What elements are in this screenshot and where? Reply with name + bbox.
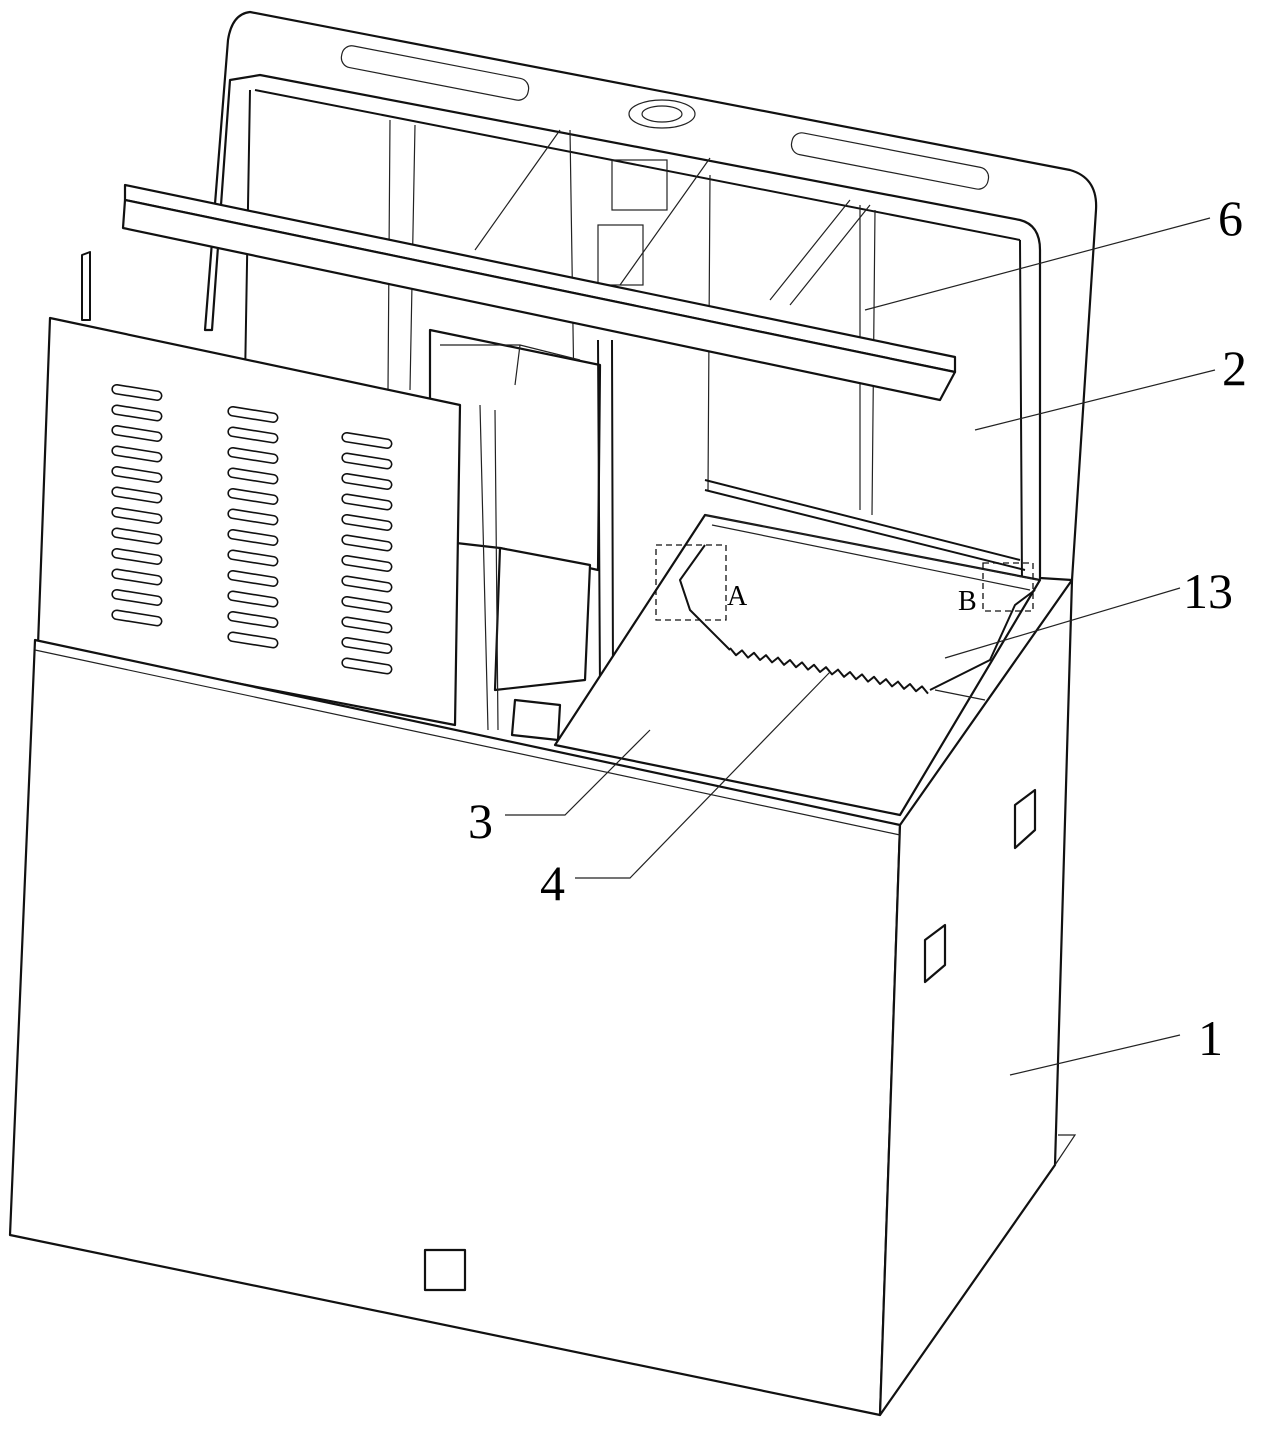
vented-side-panel bbox=[36, 316, 462, 727]
detail-marker-b: B bbox=[958, 586, 977, 617]
vent-slot bbox=[227, 508, 279, 526]
vent-slot bbox=[111, 506, 163, 525]
vent-slot bbox=[341, 472, 393, 491]
leader-lines bbox=[505, 217, 1216, 1076]
vent-slot bbox=[111, 424, 163, 443]
rack-teeth bbox=[729, 647, 929, 695]
vent-slot bbox=[111, 383, 163, 402]
reference-label-1: 1 bbox=[1198, 1010, 1223, 1066]
vent-slot bbox=[341, 534, 393, 552]
detail-box-a bbox=[655, 544, 727, 621]
access-plate bbox=[423, 1248, 467, 1292]
vent-slot bbox=[111, 547, 163, 566]
main-box bbox=[8, 578, 1077, 1417]
vent-slot bbox=[227, 549, 279, 567]
horizontal-crossbar bbox=[121, 183, 957, 402]
vent-slot bbox=[227, 446, 279, 465]
vent-slot bbox=[341, 616, 393, 634]
vent-slot bbox=[111, 465, 163, 484]
floor-plate bbox=[553, 513, 1042, 817]
reference-label-2: 2 bbox=[1222, 340, 1247, 396]
vent-slot bbox=[227, 426, 279, 444]
vent-slot bbox=[111, 609, 163, 627]
reference-label-6: 6 bbox=[1218, 190, 1243, 246]
vent-slot bbox=[111, 445, 163, 463]
reference-label-3: 3 bbox=[468, 793, 493, 849]
vent-slot bbox=[227, 467, 279, 485]
vent-slot bbox=[111, 527, 163, 545]
vent-slot bbox=[227, 631, 279, 649]
vent-slot bbox=[341, 575, 393, 593]
reference-label-13: 13 bbox=[1183, 563, 1233, 619]
vent-slot bbox=[341, 554, 393, 573]
vent-slot bbox=[341, 595, 393, 614]
vent-slot bbox=[111, 486, 163, 504]
vent-slot bbox=[227, 405, 279, 424]
reference-label-4: 4 bbox=[540, 855, 565, 911]
vent-slot bbox=[341, 452, 393, 470]
vent-slot bbox=[227, 487, 279, 506]
detail-marker-a: A bbox=[727, 581, 748, 612]
vent-slot bbox=[111, 568, 163, 586]
vent-slot bbox=[227, 610, 279, 629]
vent-slot bbox=[227, 528, 279, 547]
vent-slot bbox=[341, 657, 393, 675]
vent-slot bbox=[227, 569, 279, 588]
detail-box-b bbox=[982, 562, 1034, 612]
vent-slot bbox=[111, 404, 163, 422]
vent-slot bbox=[341, 493, 393, 511]
left-rail bbox=[81, 251, 91, 321]
vent-slot bbox=[111, 588, 163, 607]
vent-slot bbox=[341, 513, 393, 532]
vent-slot bbox=[227, 590, 279, 608]
inner-components bbox=[428, 328, 614, 742]
vent-slot bbox=[341, 431, 393, 450]
vent-slot bbox=[341, 636, 393, 655]
